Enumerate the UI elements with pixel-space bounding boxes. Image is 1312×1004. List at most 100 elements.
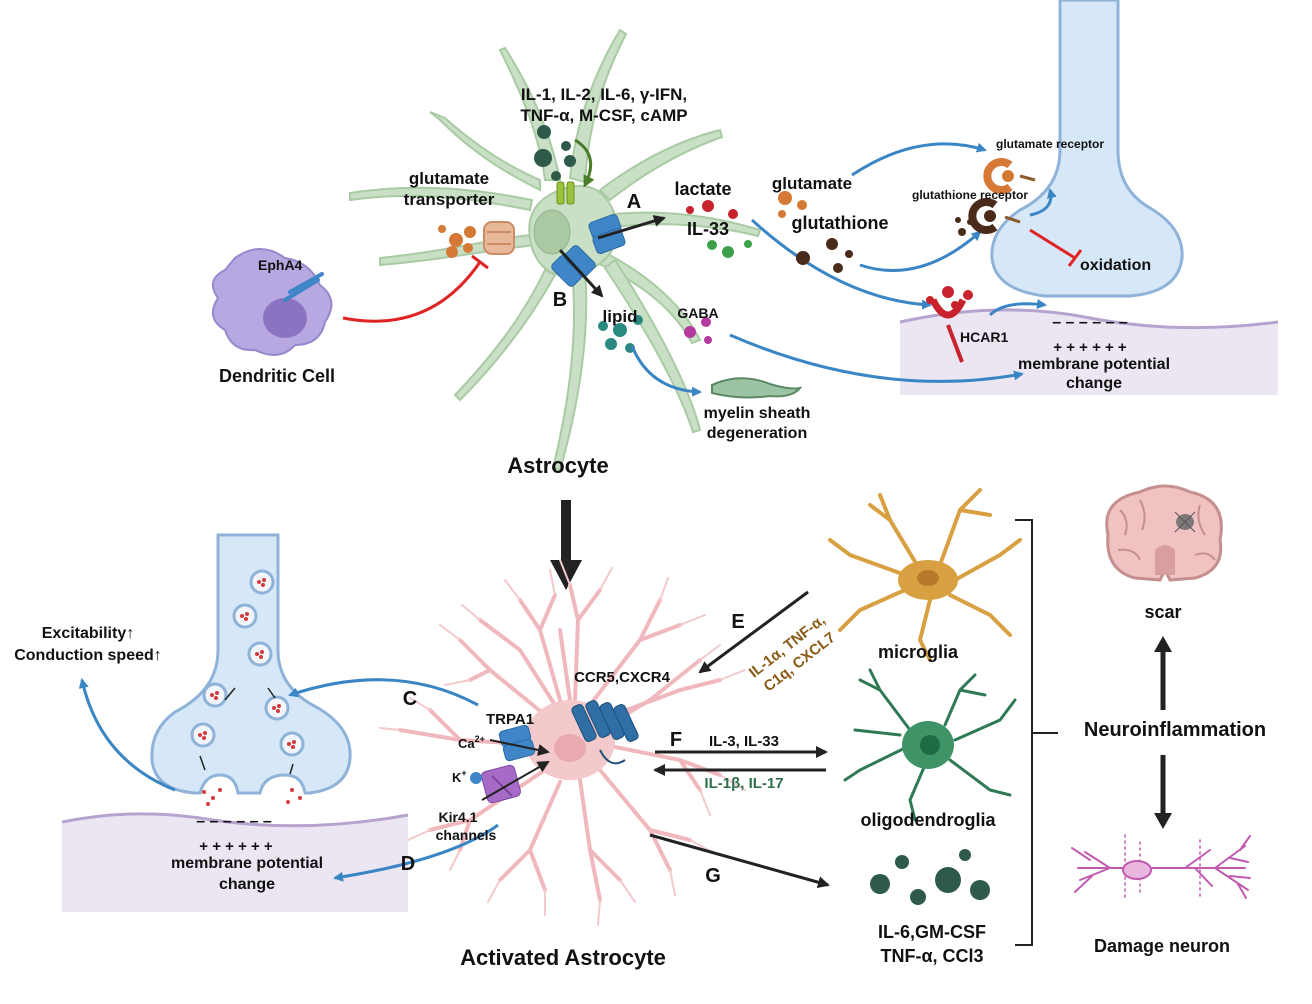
activated-astrocyte-label: Activated Astrocyte — [460, 945, 666, 970]
membrane-minus-top: – – – – – – — [1052, 314, 1128, 331]
lactate-molecules — [686, 200, 738, 219]
lactate-label: lactate — [674, 179, 731, 199]
activated-astrocyte-nucleus — [554, 734, 586, 762]
glutamate-transporter-label-line1: glutamate — [409, 169, 489, 188]
glutamate-receptor-icon — [983, 158, 1036, 194]
cytokine-uptake-arrow — [574, 138, 595, 188]
cytokine-molecules-top — [534, 125, 576, 181]
trpa1-label: TRPA1 — [486, 711, 534, 728]
pathway-F-in-label: IL-1β, IL-17 — [704, 775, 783, 792]
pathway-F-letter: F — [670, 729, 682, 751]
membrane-minus-bottom: – – – – – – — [196, 813, 272, 830]
arrow-A — [597, 215, 666, 240]
glutathione-receptor-label: glutathione receptor — [912, 188, 1028, 202]
membrane-potential-bottom-line2: change — [219, 876, 275, 893]
ccr5-cxcr4-label: CCR5,CXCR4 — [574, 669, 671, 686]
gaba-molecules — [684, 317, 712, 344]
membrane-potential-bottom-line1: membrane potential — [171, 855, 323, 872]
dendritic-cell — [211, 248, 333, 356]
calcium-label: Ca2+ — [458, 734, 485, 751]
excitability-label: Excitability↑ — [42, 625, 134, 642]
cytokines-out-line2: TNF-α, CCl3 — [880, 946, 983, 966]
potassium-arrow — [481, 761, 550, 801]
kir41-channel-icon — [470, 764, 521, 804]
glutamate-molecules-synapse — [778, 191, 807, 218]
lipid-label: lipid — [603, 307, 638, 326]
pathway-B-letter: B — [553, 289, 567, 311]
epha4-label: EphA4 — [258, 257, 303, 273]
glutathione-label: glutathione — [792, 213, 889, 233]
glutamate-label: glutamate — [772, 174, 852, 193]
ccr5-cxcr4-receptor-icon — [571, 700, 639, 765]
glutathione-receptor-icon — [955, 198, 1021, 236]
pathway-E-cytokines: IL-1α, TNF-α, C1q, CXCL7 — [746, 612, 839, 696]
kir41-label-line2: channels — [436, 827, 497, 843]
dendritic-cell-label: Dendritic Cell — [219, 366, 335, 386]
vesicle-contents — [198, 578, 302, 806]
blue-arrows-bottom — [78, 678, 499, 882]
oligodendroglia-cell — [843, 668, 1017, 822]
presynaptic-terminal-top — [990, 0, 1184, 298]
arrow-B — [558, 248, 604, 298]
microglia-cell — [828, 488, 1022, 662]
postsynaptic-panel-bottom — [61, 812, 409, 912]
inhibit-oxidation-arrow — [1029, 228, 1083, 267]
potassium-label-text: K — [452, 770, 462, 785]
conduction-speed-label: Conduction speed↑ — [14, 647, 162, 664]
activated-astrocyte-fine-processes — [379, 559, 746, 926]
cytokine-molecules-bottom — [870, 849, 990, 905]
pathway-F-out-label: IL-3, IL-33 — [709, 733, 779, 750]
vesicle-release-arrows — [199, 687, 294, 775]
pathway-D-letter: D — [401, 853, 415, 875]
glutamate-transporter-label-line2: transporter — [404, 190, 495, 209]
potassium-label: K+ — [452, 768, 467, 785]
il33-label: IL-33 — [687, 219, 729, 239]
il33-molecules — [707, 240, 752, 258]
glutamate-molecules-transporter — [438, 225, 476, 258]
membrane-plus-top: + + + + + + — [1053, 339, 1127, 356]
calcium-influx-arrow — [489, 739, 550, 756]
glutathione-molecules — [796, 238, 853, 273]
blue-arrows-top — [630, 142, 1057, 397]
hcar1-label: HCAR1 — [960, 329, 1008, 345]
pathway-E-letter: E — [731, 611, 744, 633]
membrane-potential-top-line1: membrane potential — [1018, 356, 1170, 373]
pathway-G-letter: G — [705, 865, 721, 887]
calcium-label-sup: 2+ — [475, 734, 485, 744]
arrow-to-scar — [1154, 636, 1172, 710]
glutamate-receptor-label: glutamate receptor — [996, 137, 1104, 151]
grouping-bracket — [1015, 519, 1058, 946]
potassium-label-sup: + — [461, 768, 466, 778]
calcium-label-text: Ca — [458, 736, 475, 751]
glutamate-transporter-icon — [483, 221, 515, 255]
myelin-sheath-icon — [711, 377, 803, 399]
microglia-label: microglia — [878, 642, 959, 662]
brain-scar-icon — [1105, 484, 1223, 582]
myelin-label-line2: degeneration — [707, 425, 807, 442]
damaged-neuron-soma — [1122, 860, 1152, 880]
cytokines-out-line1: IL-6,GM-CSF — [878, 922, 986, 942]
damage-neuron-label: Damage neuron — [1094, 936, 1230, 956]
myelin-label-line1: myelin sheath — [704, 405, 811, 422]
neuroinflammation-label: Neuroinflammation — [1084, 719, 1266, 741]
damaged-neuron-icon — [1071, 834, 1251, 901]
arrow-to-damage — [1154, 755, 1172, 829]
astrocyte-label: Astrocyte — [507, 453, 608, 478]
hcar1-receptor-icon — [926, 286, 973, 363]
scar-label: scar — [1144, 602, 1181, 622]
membrane-potential-top-line2: change — [1066, 375, 1122, 392]
oxidation-label: oxidation — [1080, 257, 1151, 274]
astrocyte-nucleus — [533, 209, 571, 255]
epha4-receptor-icon — [283, 272, 324, 302]
pathway-C-letter: C — [403, 688, 417, 710]
postsynaptic-panel-top — [899, 308, 1279, 395]
cytokines-label-line1: IL-1, IL-2, IL-6, γ-IFN, — [521, 85, 687, 104]
synaptic-vesicles — [190, 569, 305, 757]
kir41-label-line1: Kir4.1 — [439, 809, 478, 825]
pathway-A-letter: A — [627, 191, 641, 213]
cytokines-label-line2: TNF-α, M-CSF, cAMP — [520, 106, 687, 125]
presynaptic-terminal-bottom — [150, 533, 352, 795]
oligodendroglia-label: oligodendroglia — [861, 810, 997, 830]
